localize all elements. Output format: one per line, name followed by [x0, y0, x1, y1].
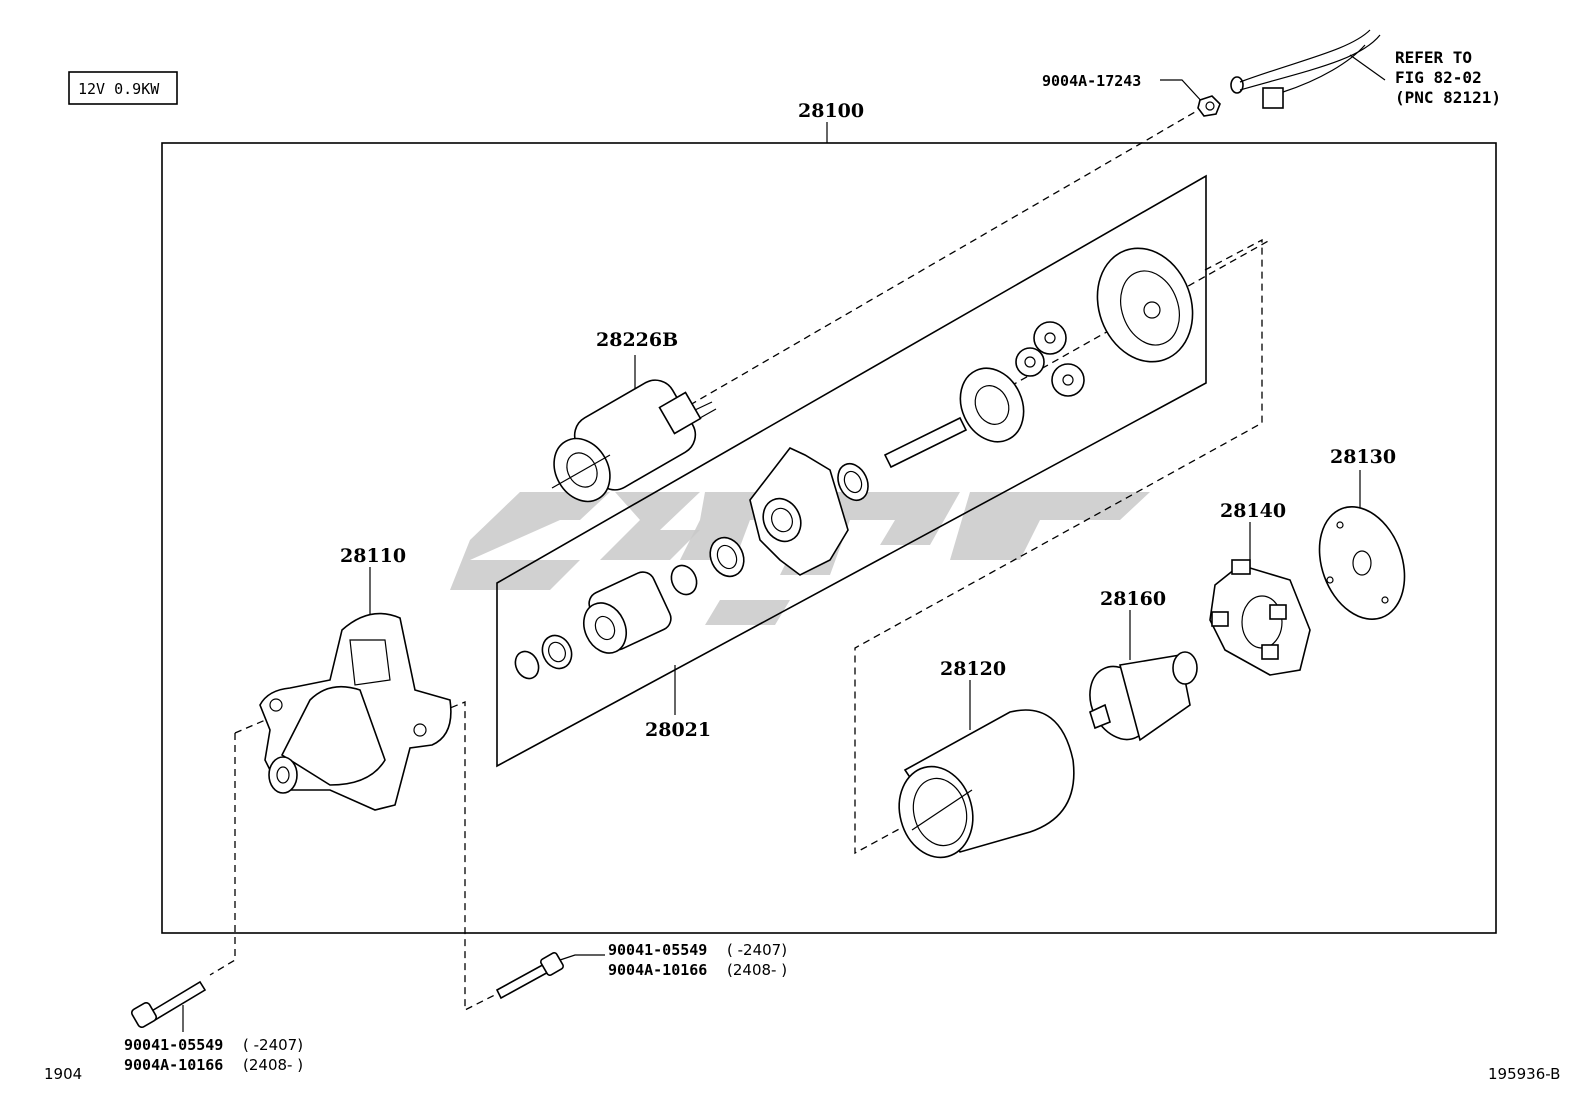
brush-holder-label: 28140	[1220, 500, 1286, 522]
bolt-left-part1: 90041-05549	[124, 1036, 223, 1054]
solenoid-switch: 28226B	[551, 329, 717, 503]
refer-note: REFER TO FIG 82-02 (PNC 82121)	[1395, 48, 1501, 107]
yoke-label: 28120	[940, 658, 1006, 680]
kit-internal-parts	[514, 247, 1194, 680]
bolt-left-range1: ( -2407)	[243, 1036, 303, 1054]
assembly-frame: 28100	[161, 100, 1497, 934]
footer-right: 195936-B	[1488, 1065, 1560, 1083]
end-frame-label: 28130	[1330, 446, 1396, 468]
bolt-left-range2: (2408- )	[243, 1056, 303, 1074]
bolt-right-range1: ( -2407)	[727, 941, 787, 959]
armature-label: 28160	[1100, 588, 1166, 610]
bolt-right-part2: 9004A-10166	[608, 961, 707, 979]
bolt-left: 90041-05549 ( -2407) 9004A-10166 (2408- …	[124, 980, 303, 1074]
bolt-right-range2: (2408- )	[727, 961, 787, 979]
armature: 28160	[1089, 588, 1198, 742]
solenoid-label: 28226B	[596, 329, 678, 351]
end-frame: 28130	[1318, 446, 1406, 620]
refer-line1: REFER TO	[1395, 48, 1472, 67]
terminal-nut-group: 9004A-17243	[1042, 29, 1386, 117]
assembly-label: 28100	[798, 100, 864, 122]
footer-left: 1904	[44, 1065, 82, 1083]
bolt-right: 90041-05549 ( -2407) 9004A-10166 (2408- …	[495, 941, 787, 1000]
bolt-left-part2: 9004A-10166	[124, 1056, 223, 1074]
drive-housing: 28110	[259, 545, 452, 811]
spec-label: 12V 0.9KW	[78, 80, 160, 98]
kit-panel: 28021	[496, 174, 1207, 768]
spec-box: 12V 0.9KW	[68, 71, 178, 105]
bolt-right-part1: 90041-05549	[608, 941, 707, 959]
housing-label: 28110	[340, 545, 406, 567]
yoke-assembly: 28120	[898, 658, 1075, 859]
nut-label: 9004A-17243	[1042, 72, 1141, 90]
kit-label: 28021	[645, 719, 711, 741]
refer-line3: (PNC 82121)	[1395, 88, 1501, 107]
brush-holder: 28140	[1209, 500, 1311, 676]
refer-line2: FIG 82-02	[1395, 68, 1482, 87]
